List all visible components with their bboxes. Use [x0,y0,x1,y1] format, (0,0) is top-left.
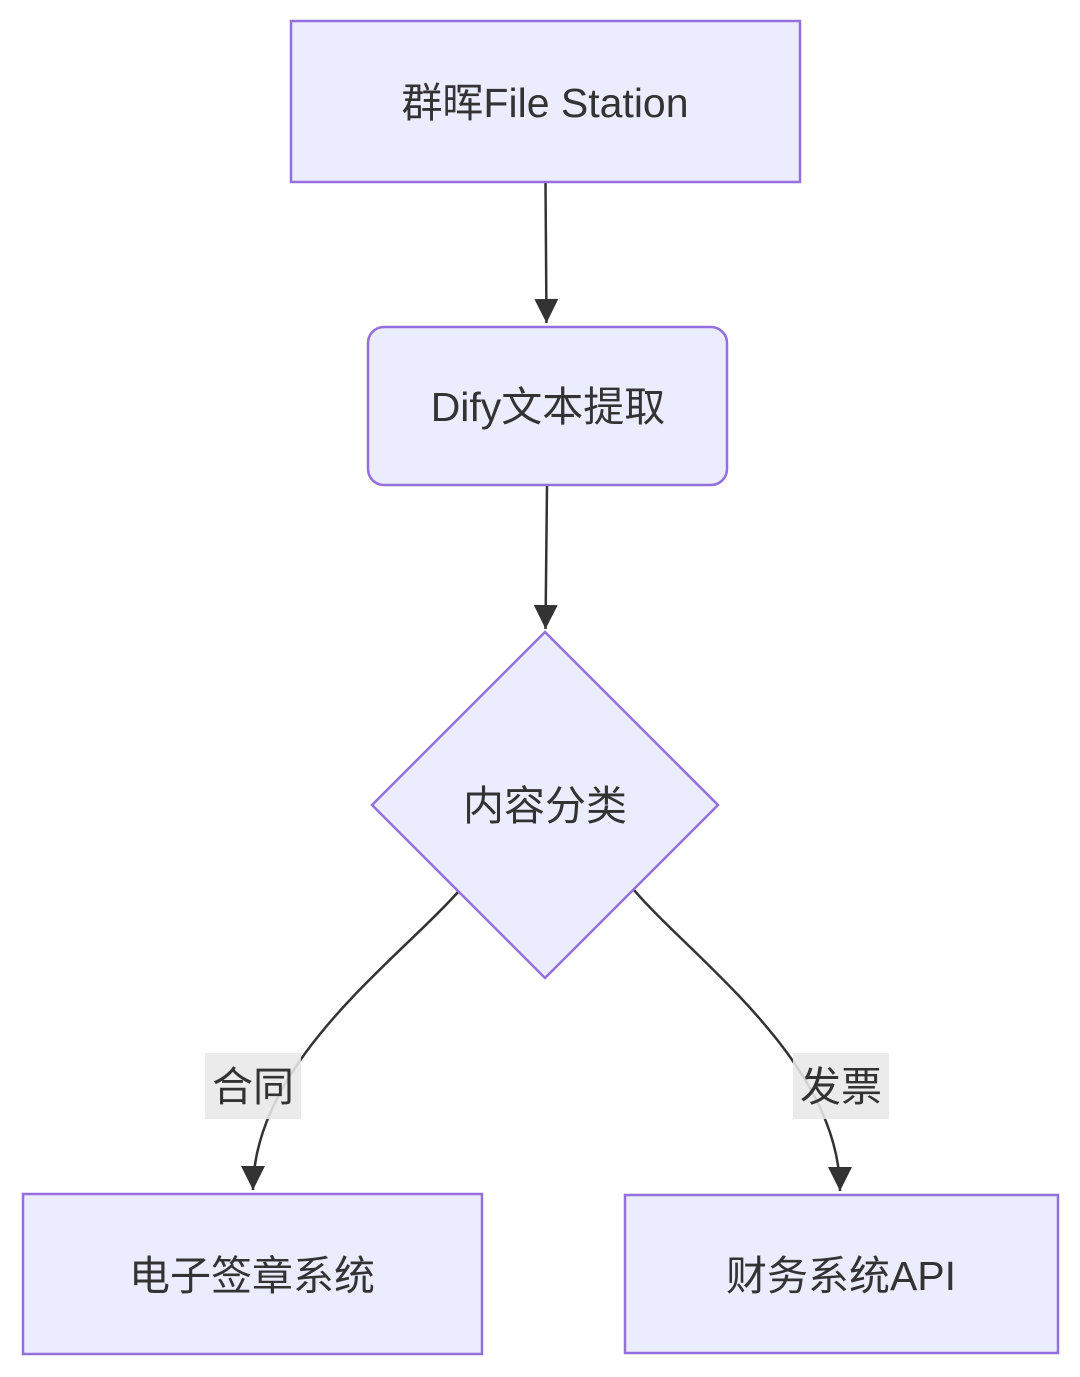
decision-diamond [370,630,720,980]
edge-line [633,889,852,1192]
edge-line [534,181,559,324]
node-qunhui-file-station: 群晖File Station [289,19,802,184]
edge-line [241,891,459,1191]
node-box [366,325,729,487]
edge-label: 发票 [800,1064,882,1110]
node-esign-system: 电子签章系统 [21,1192,484,1356]
edge-label-bg [793,1053,889,1119]
node-label: 财务系统API [726,1253,956,1299]
node-dify-text-extract: Dify文本提取 [366,325,729,487]
edge-label: 合同 [212,1064,294,1110]
edge-label-bg [205,1053,301,1119]
node-label: 内容分类 [463,783,627,829]
edge-source-extract [534,181,559,324]
node-label: 群晖File Station [401,80,688,126]
node-label: Dify文本提取 [431,384,666,430]
edge-label-invoice: 发票 [793,1053,889,1119]
node-content-classify: 内容分类 [370,630,720,980]
edge-classify-esign [241,891,459,1191]
edge-classify-finance [633,889,852,1192]
edge-label-contract: 合同 [205,1053,301,1119]
node-finance-api: 财务系统API [623,1193,1060,1355]
node-box [623,1193,1060,1355]
node-box [21,1192,484,1356]
edge-line [533,484,558,630]
node-label: 电子签章系统 [129,1253,375,1299]
edge-extract-classify [533,484,558,630]
node-box [289,19,802,184]
